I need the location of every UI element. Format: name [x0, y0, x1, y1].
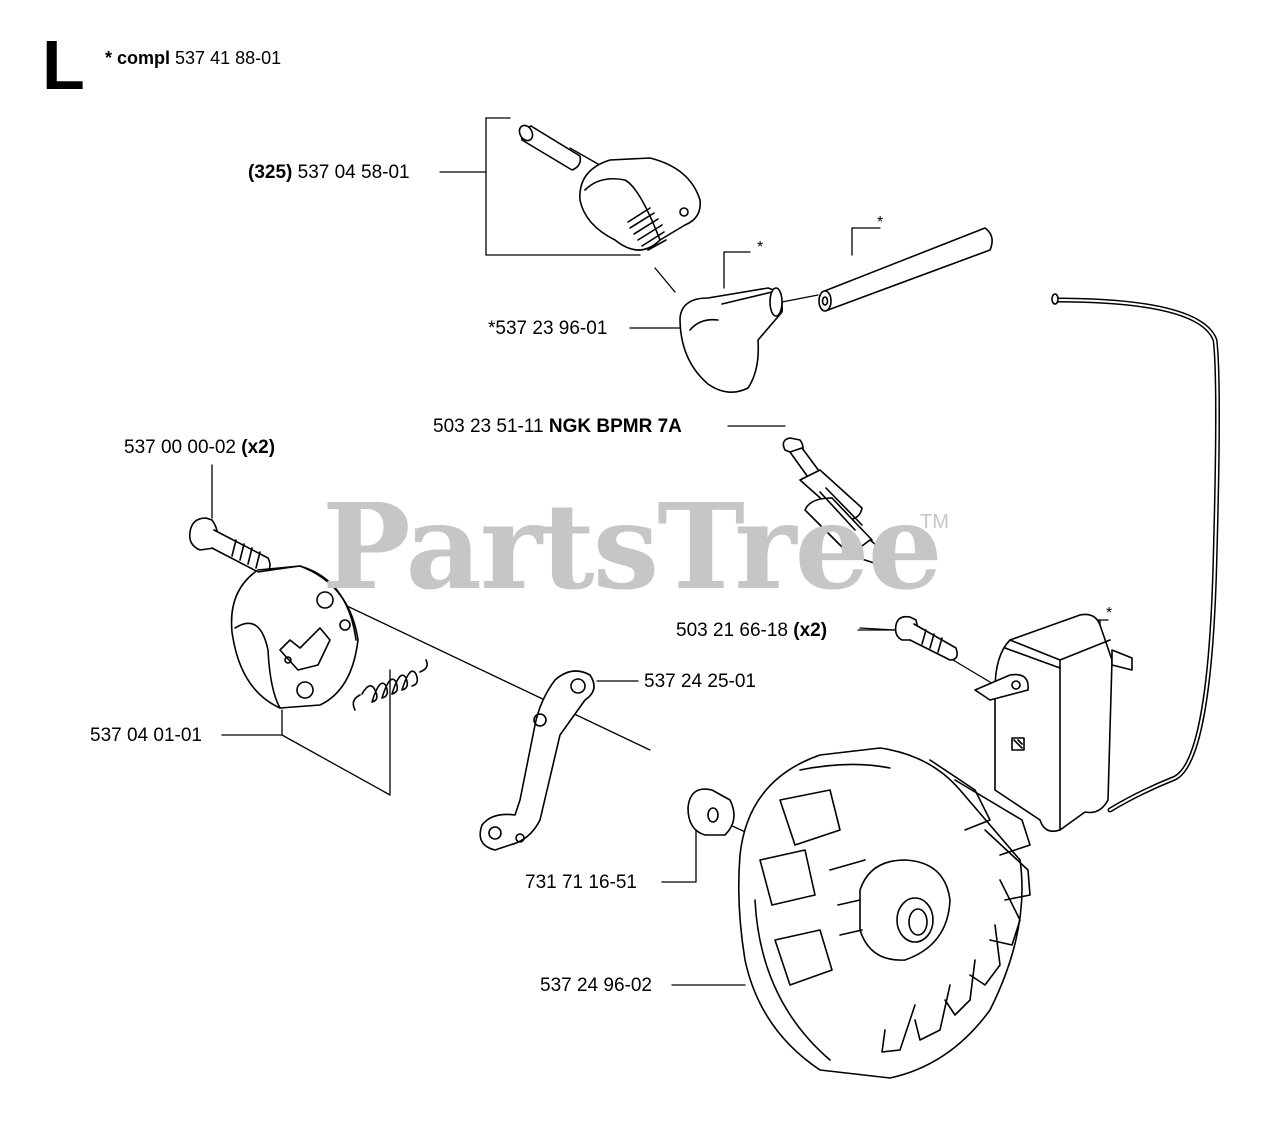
part-qty: (x2)	[241, 437, 276, 458]
part-ref: (325)	[248, 162, 293, 183]
spark-plug-cap-icon	[679, 287, 784, 393]
leader-lines	[211, 117, 1109, 986]
bracket-icon	[479, 670, 595, 851]
part-spec: NGK BPMR 7A	[548, 416, 682, 437]
part-label-flywheel[interactable]: 537 24 96-02	[540, 976, 652, 995]
part-number: 537 24 96-02	[540, 975, 652, 996]
part-number: 537 00 00-02	[124, 437, 236, 458]
part-label-ignition-cover[interactable]: (325) 537 04 58-01	[248, 163, 410, 182]
spring-icon	[352, 659, 428, 711]
star-mark-tube: *	[877, 214, 884, 231]
part-qty: (x2)	[793, 620, 828, 641]
tube-icon	[818, 227, 993, 312]
part-label-spark-plug-cap[interactable]: *537 23 96-01	[488, 319, 607, 338]
part-number: 731 71 16-51	[525, 872, 637, 893]
part-number: 503 21 66-18	[676, 620, 788, 641]
part-label-washer[interactable]: 731 71 16-51	[525, 873, 637, 892]
part-number: 503 23 51-11	[433, 416, 544, 437]
section-letter: L	[42, 26, 85, 104]
part-label-module-screw[interactable]: 503 21 66-18 (x2)	[676, 621, 827, 640]
part-number: *537 23 96-01	[488, 318, 608, 339]
washer-icon	[687, 788, 735, 836]
part-label-clutch-assembly[interactable]: 537 04 01-01	[90, 726, 202, 745]
ignition-cover-icon	[579, 157, 702, 251]
watermark: PartsTree	[322, 477, 943, 616]
part-label-cover-screw[interactable]: 537 00 00-02 (x2)	[124, 438, 275, 457]
ignition-module-icon	[974, 613, 1133, 833]
flywheel-icon	[737, 747, 1031, 1079]
ignition-wire-icon	[1051, 293, 1220, 813]
compl-number: 537 41 88-01	[175, 48, 282, 68]
star-mark-cap: *	[757, 239, 764, 256]
watermark-tm: TM	[920, 511, 949, 533]
spark-plug-icon	[782, 437, 890, 566]
assembly-compl-label: * compl 537 41 88-01	[105, 48, 281, 69]
cover-screw-icon	[188, 517, 271, 575]
star-mark-module: *	[1106, 605, 1113, 622]
part-number: 537 24 25-01	[644, 671, 756, 692]
pin-icon	[518, 124, 582, 171]
compl-prefix: * compl	[105, 48, 171, 68]
part-number: 537 04 01-01	[90, 725, 202, 746]
module-screw-icon	[894, 615, 958, 661]
part-label-bracket[interactable]: 537 24 25-01	[644, 672, 756, 691]
clutch-assembly-icon	[230, 565, 359, 709]
part-number: 537 04 58-01	[297, 162, 410, 183]
part-label-spark-plug[interactable]: 503 23 51-11 NGK BPMR 7A	[433, 417, 682, 436]
